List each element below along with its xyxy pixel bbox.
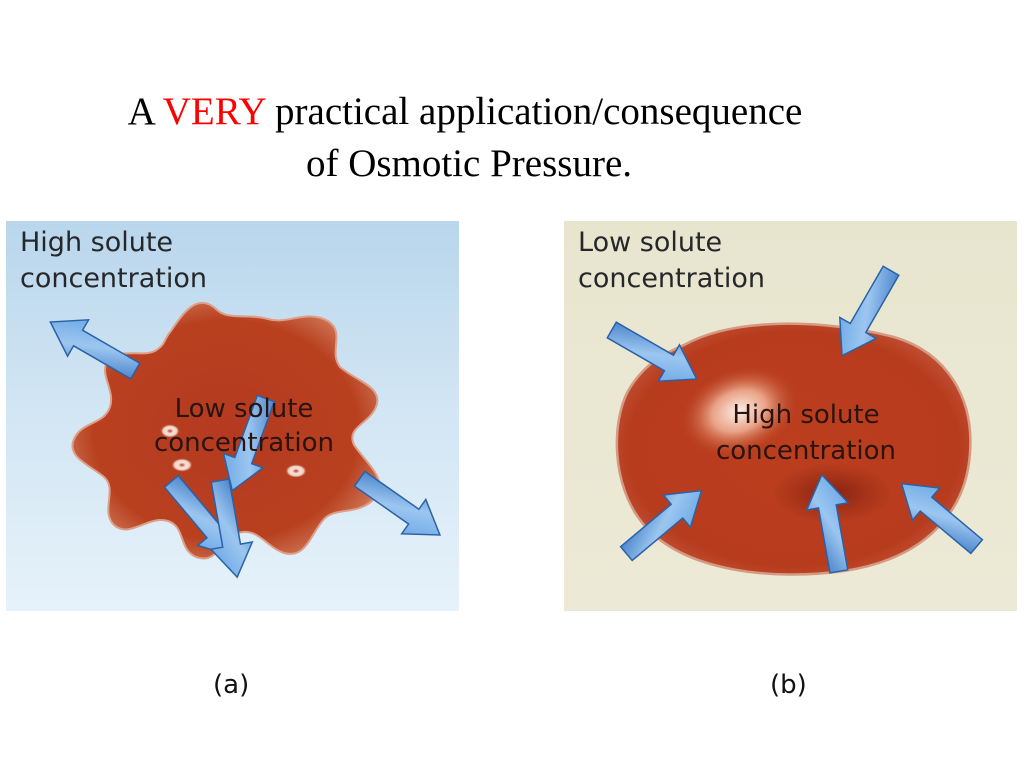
arrow-inward — [606, 321, 698, 383]
title-prefix: A — [127, 90, 154, 133]
inner-label-line1: High solute — [732, 400, 879, 430]
cell-highlight — [678, 364, 800, 458]
arrow-inward — [900, 482, 984, 555]
arrow-inward — [838, 265, 900, 357]
arrow-outward — [353, 470, 442, 536]
outer-label-line1: High solute — [20, 227, 173, 258]
arrow-outward — [209, 478, 254, 579]
cell-highlight — [160, 424, 180, 438]
arrow-inward — [619, 489, 703, 562]
title-line1-rest: practical application/consequence — [275, 90, 803, 133]
inner-label-line1: Low solute — [175, 394, 314, 424]
title-emphasis: VERY — [162, 90, 266, 133]
arrow-outward — [49, 318, 141, 380]
panel-b-hypotonic-diagram: Low solute concentration High solute con… — [564, 221, 1017, 611]
inner-label-line2: concentration — [716, 436, 896, 466]
inner-label-line2: concentration — [154, 428, 334, 458]
outer-label-line2: concentration — [578, 263, 765, 294]
slide-title: A VERY practical application/consequence… — [0, 86, 930, 190]
cell-highlight — [171, 458, 193, 472]
outer-label-line2: concentration — [20, 263, 207, 294]
title-line-2: of Osmotic Pressure. — [305, 142, 633, 185]
title-line-1: A VERY practical application/consequence — [0, 86, 930, 138]
arrow-inward — [805, 473, 850, 574]
caption-b: (b) — [770, 670, 807, 700]
panel-a-hypertonic-diagram: High solute concentration Low solute con… — [6, 221, 459, 611]
caption-a: (a) — [213, 670, 250, 700]
outer-label-line1: Low solute — [578, 227, 722, 258]
arrow-outward — [222, 394, 276, 492]
shrunken-cell — [71, 302, 381, 560]
cell-highlight — [285, 464, 307, 478]
panel-a-svg: High solute concentration Low solute con… — [6, 221, 459, 611]
panel-b-svg: Low solute concentration High solute con… — [564, 221, 1017, 611]
